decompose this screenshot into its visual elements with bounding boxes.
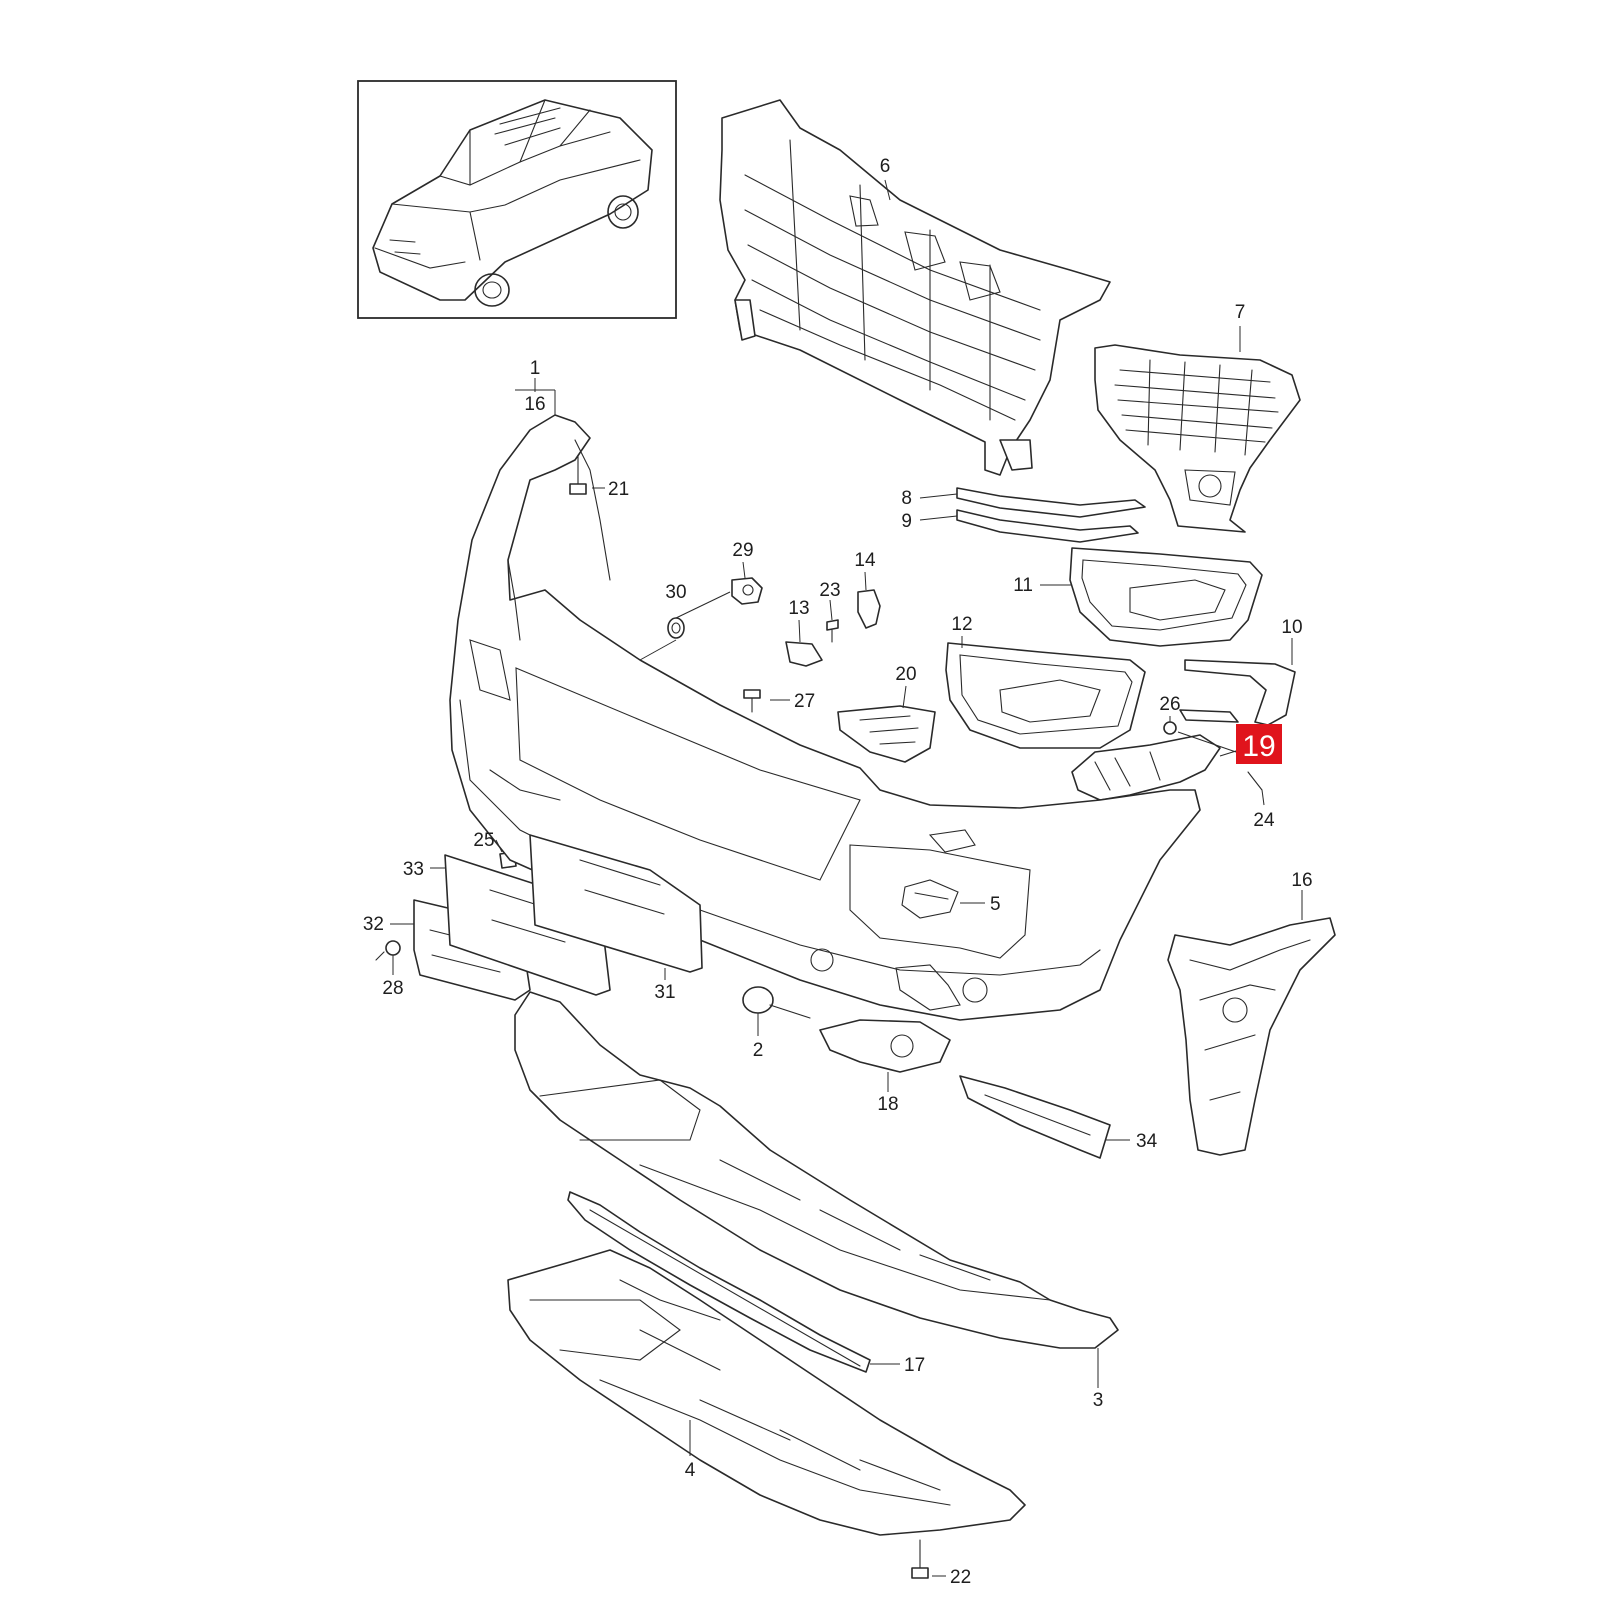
- callout-14: 14: [854, 550, 876, 571]
- side-grille-part: [1094, 344, 1301, 533]
- bracket-part: [1071, 734, 1221, 801]
- callout-31: 31: [654, 982, 675, 1003]
- callout-10: 10: [1281, 617, 1302, 638]
- callout-24: 24: [1253, 810, 1275, 831]
- callout-21: 21: [608, 479, 629, 500]
- callout-25: 25: [473, 830, 494, 851]
- callout-5: 5: [990, 894, 1001, 915]
- callout-19: 19: [1242, 730, 1275, 763]
- callout-28: 28: [382, 978, 403, 999]
- callout-9: 9: [901, 511, 912, 532]
- fog-light-frame-lower-part: [945, 642, 1146, 749]
- callout-16-top: 16: [524, 394, 545, 415]
- callout-7: 7: [1235, 302, 1246, 323]
- fasteners: [375, 437, 1263, 1579]
- callout-6: 6: [880, 156, 891, 177]
- callout-26: 26: [1159, 694, 1180, 715]
- callout-16-right: 16: [1291, 870, 1312, 891]
- vehicle-thumbnail: [357, 80, 677, 319]
- undertray-part: [507, 1249, 1026, 1536]
- callout-30: 30: [665, 582, 686, 603]
- callout-4: 4: [685, 1460, 696, 1481]
- side-trim-part: [1179, 659, 1296, 726]
- callout-29: 29: [732, 540, 753, 561]
- callout-3: 3: [1093, 1390, 1104, 1411]
- callout-19-highlight: 19: [1236, 724, 1282, 764]
- reflector-strip-part: [959, 1075, 1111, 1159]
- callout-17: 17: [904, 1355, 925, 1376]
- lower-strip-part: [567, 1191, 871, 1373]
- license-plate-parts: [413, 834, 703, 1001]
- callout-34: 34: [1136, 1131, 1158, 1152]
- callout-2: 2: [753, 1040, 764, 1061]
- upper-grille-part: [719, 99, 1111, 476]
- callout-8: 8: [901, 488, 912, 509]
- callouts: 1 16 21 6 7 8 9 29 30 14 23 13 11 12 10 …: [363, 156, 1313, 1588]
- fog-light-frame-upper-part: [1069, 547, 1263, 647]
- callout-27: 27: [794, 691, 815, 712]
- fog-light-bezel-part: [819, 1019, 951, 1073]
- callout-32: 32: [363, 914, 384, 935]
- callout-12: 12: [951, 614, 972, 635]
- callout-18: 18: [877, 1094, 898, 1115]
- callout-20: 20: [895, 664, 916, 685]
- callout-23: 23: [819, 580, 840, 601]
- callout-11: 11: [1013, 575, 1033, 596]
- spoiler-lip-part: [514, 991, 1119, 1349]
- trim-strips-part: [956, 487, 1146, 543]
- callout-33: 33: [403, 859, 424, 880]
- callout-13: 13: [788, 598, 809, 619]
- callout-22: 22: [950, 1567, 971, 1588]
- leader-lines: [390, 179, 1303, 1577]
- callout-1: 1: [530, 358, 541, 379]
- side-bracket-part: [1167, 917, 1336, 1156]
